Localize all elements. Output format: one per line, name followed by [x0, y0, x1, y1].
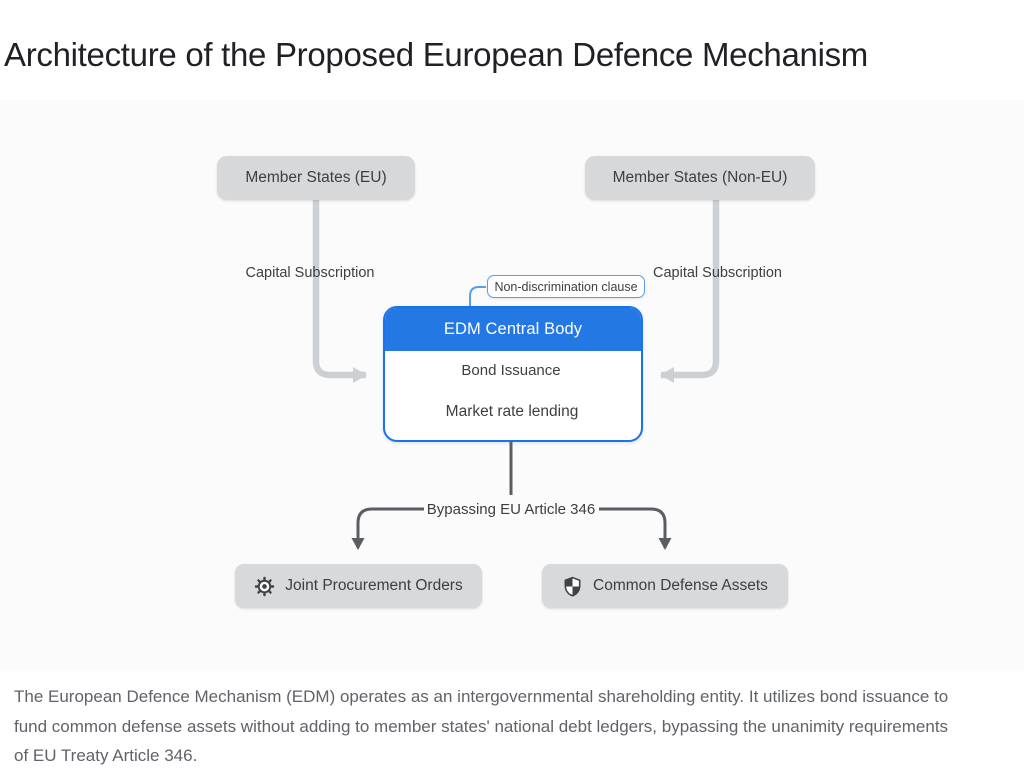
common-defense-assets-label: Common Defense Assets [593, 577, 768, 594]
member-states-eu-box: Member States (EU) [217, 156, 415, 200]
page-title: Architecture of the Proposed European De… [4, 36, 868, 73]
capital-subscription-right-label: Capital Subscription [653, 265, 782, 281]
common-defense-assets-box: Common Defense Assets [542, 564, 788, 608]
member-states-noneu-box: Member States (Non-EU) [585, 156, 815, 200]
caption-text: The European Defence Mechanism (EDM) ope… [14, 687, 949, 765]
joint-procurement-orders-box: Joint Procurement Orders [235, 564, 482, 608]
joint-procurement-orders-label: Joint Procurement Orders [285, 577, 463, 594]
arrow-noneu-to-edm [660, 200, 720, 383]
non-discrimination-callout-label: Non-discrimination clause [494, 279, 638, 294]
member-states-eu-label: Member States (EU) [245, 169, 387, 186]
bypassing-article-346-label: Bypassing EU Article 346 [426, 501, 596, 518]
non-discrimination-callout: Non-discrimination clause [487, 275, 645, 298]
edm-central-body-header: EDM Central Body [385, 308, 641, 351]
bond-issuance-label: Bond Issuance [461, 362, 561, 379]
edm-central-body-title: EDM Central Body [443, 320, 583, 338]
shield-icon [562, 576, 583, 597]
member-states-noneu-label: Member States (Non-EU) [612, 169, 788, 186]
edm-central-body-box: EDM Central Body [383, 306, 643, 442]
capital-subscription-left-label: Capital Subscription [245, 265, 375, 281]
callout-connector [469, 286, 486, 307]
diagram-canvas: Member States (EU) Member States (Non-EU… [0, 100, 1024, 670]
gear-icon [254, 576, 275, 597]
arrow-bypass-to-assets [599, 507, 672, 550]
arrow-bypass-to-procurement [351, 507, 424, 550]
arrow-eu-to-edm [312, 200, 367, 383]
market-rate-lending-label: Market rate lending [445, 403, 579, 420]
